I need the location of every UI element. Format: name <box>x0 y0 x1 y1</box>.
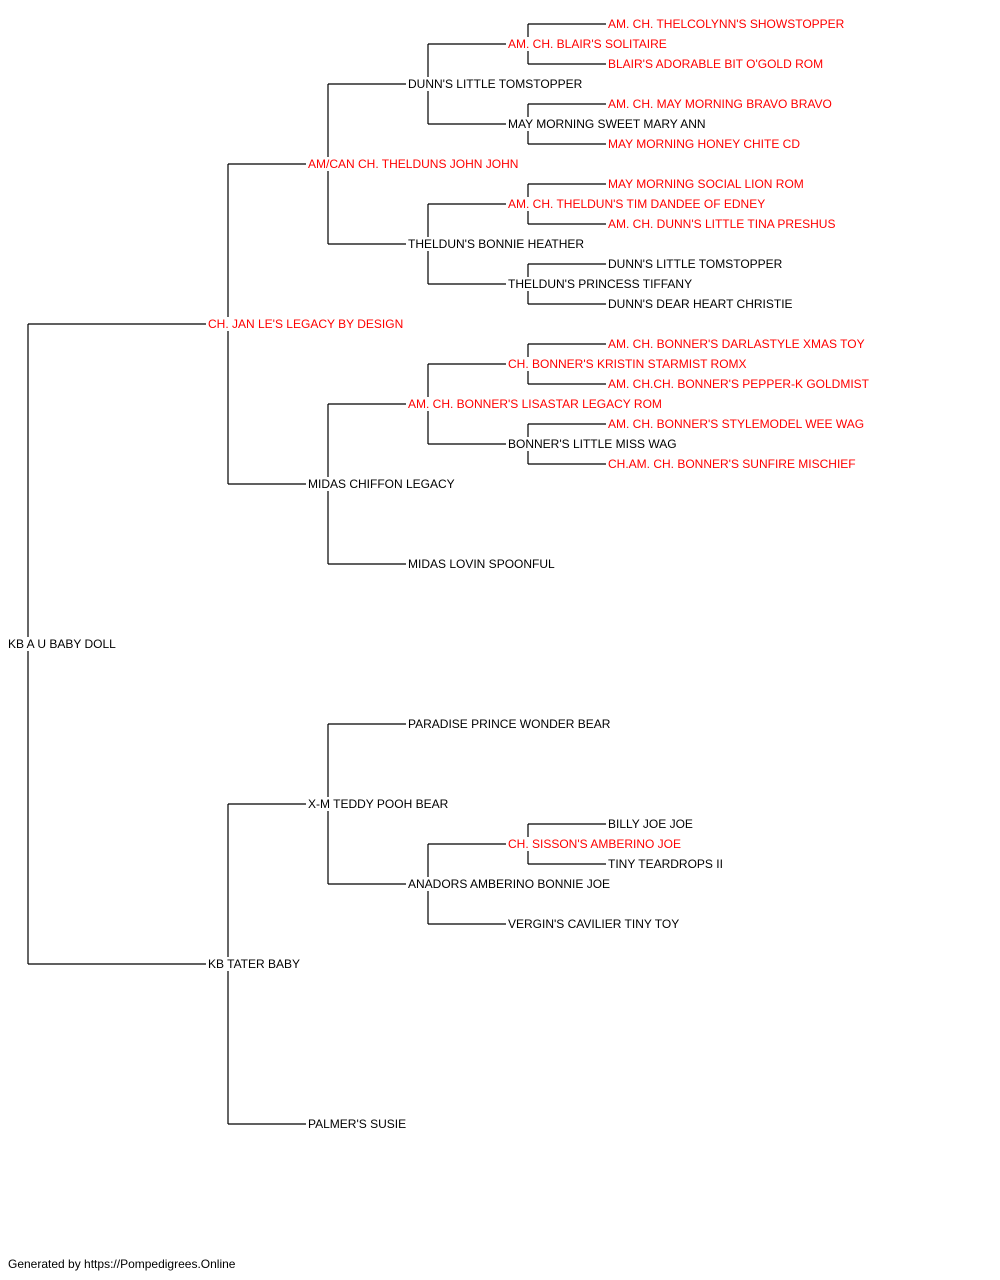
node-sire-sire-dam-sire-dam: AM. CH. DUNN'S LITTLE TINA PRESHUS <box>607 217 837 231</box>
node-sire-dam-sire-sire-sire: AM. CH. BONNER'S DARLASTYLE XMAS TOY <box>607 337 866 351</box>
node-sire-dam-dam: MIDAS LOVIN SPOONFUL <box>407 557 556 571</box>
node-subject: KB A U BABY DOLL <box>7 637 117 651</box>
footer-credit: Generated by https://Pompedigrees.Online <box>8 1257 236 1271</box>
node-dam-sire-dam-sire-dam: TINY TEARDROPS II <box>607 857 724 871</box>
node-sire-sire-dam-dam: THELDUN'S PRINCESS TIFFANY <box>507 277 694 291</box>
node-sire-sire-dam: THELDUN'S BONNIE HEATHER <box>407 237 586 251</box>
node-sire-sire-sire-dam-dam: MAY MORNING HONEY CHITE CD <box>607 137 802 151</box>
node-sire-dam: MIDAS CHIFFON LEGACY <box>307 477 456 491</box>
node-sire-dam-sire-sire-dam: AM. CH.CH. BONNER'S PEPPER-K GOLDMIST <box>607 377 870 391</box>
node-dam: KB TATER BABY <box>207 957 302 971</box>
node-sire-dam-sire-dam: BONNER'S LITTLE MISS WAG <box>507 437 678 451</box>
node-dam-sire: X-M TEDDY POOH BEAR <box>307 797 450 811</box>
node-sire-sire-sire-sire-sire: AM. CH. THELCOLYNN'S SHOWSTOPPER <box>607 17 846 31</box>
node-sire-sire-sire: DUNN'S LITTLE TOMSTOPPER <box>407 77 584 91</box>
node-sire-sire: AM/CAN CH. THELDUNS JOHN JOHN <box>307 157 520 171</box>
node-dam-sire-dam-dam: VERGIN'S CAVILIER TINY TOY <box>507 917 681 931</box>
node-dam-sire-dam-sire: CH. SISSON'S AMBERINO JOE <box>507 837 682 851</box>
node-sire-sire-dam-sire: AM. CH. THELDUN'S TIM DANDEE OF EDNEY <box>507 197 767 211</box>
node-sire-dam-sire-sire: CH. BONNER'S KRISTIN STARMIST ROMX <box>507 357 748 371</box>
node-sire-dam-sire-dam-dam: CH.AM. CH. BONNER'S SUNFIRE MISCHIEF <box>607 457 857 471</box>
node-sire-sire-sire-dam-sire: AM. CH. MAY MORNING BRAVO BRAVO <box>607 97 833 111</box>
node-sire-sire-dam-dam-dam: DUNN'S DEAR HEART CHRISTIE <box>607 297 794 311</box>
node-sire-sire-sire-sire: AM. CH. BLAIR'S SOLITAIRE <box>507 37 668 51</box>
node-sire-sire-dam-sire-sire: MAY MORNING SOCIAL LION ROM <box>607 177 805 191</box>
node-sire-sire-dam-dam-sire: DUNN'S LITTLE TOMSTOPPER <box>607 257 784 271</box>
node-dam-sire-dam: ANADORS AMBERINO BONNIE JOE <box>407 877 612 891</box>
node-dam-dam: PALMER'S SUSIE <box>307 1117 408 1131</box>
node-sire-dam-sire: AM. CH. BONNER'S LISASTAR LEGACY ROM <box>407 397 663 411</box>
node-dam-sire-sire: PARADISE PRINCE WONDER BEAR <box>407 717 612 731</box>
node-sire-sire-sire-dam: MAY MORNING SWEET MARY ANN <box>507 117 707 131</box>
node-sire: CH. JAN LE'S LEGACY BY DESIGN <box>207 317 405 331</box>
node-sire-dam-sire-dam-sire: AM. CH. BONNER'S STYLEMODEL WEE WAG <box>607 417 866 431</box>
node-dam-sire-dam-sire-sire: BILLY JOE JOE <box>607 817 694 831</box>
node-sire-sire-sire-sire-dam: BLAIR'S ADORABLE BIT O'GOLD ROM <box>607 57 825 71</box>
